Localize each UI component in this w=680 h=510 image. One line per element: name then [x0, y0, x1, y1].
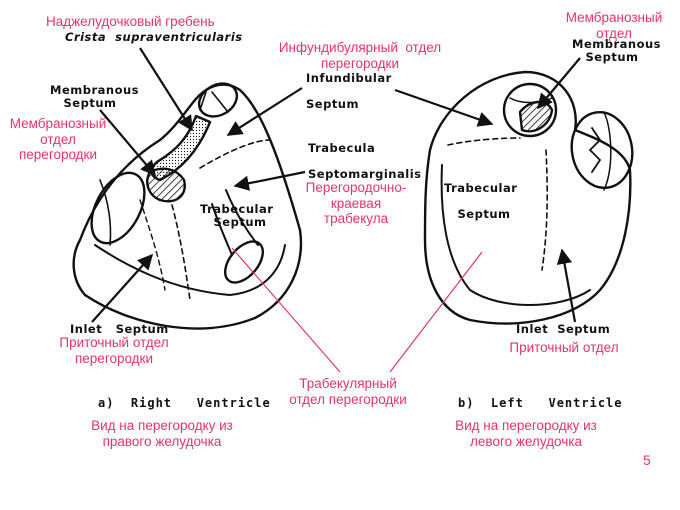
label-trabecula-en: Trabecula Septomarginalis: [308, 141, 422, 182]
label-trabecular-lv-en: Trabecular Septum: [444, 181, 518, 222]
label-septomarginal-ru: Перегородочно- краевая трабекула: [305, 180, 407, 227]
lv-membranous-patch: [518, 100, 554, 133]
caption-left-ventricle: b) Left Ventricle: [458, 396, 623, 410]
lv-aortic-orifice: [502, 82, 558, 138]
arrow-membranous-rv: [99, 109, 156, 177]
label-membranous-lv-en: Membranous Septum: [572, 37, 662, 65]
label-inlet-lv-en: Inlet Septum: [516, 322, 611, 336]
label-inlet-rv-ru: Приточный отдел перегородки: [59, 335, 169, 366]
label-inlet-rv-en: Inlet Septum: [70, 322, 169, 336]
rv-membranous-patch: [146, 167, 186, 203]
label-membranous-rv-en: Membranous Septum: [50, 83, 140, 111]
label-infundibular-ru: Инфундибулярный отдел перегородки: [278, 40, 442, 71]
lv-outer-wall: [423, 70, 632, 325]
arrow-membranous-lv: [537, 57, 581, 110]
leader-trabecular-lv: [389, 251, 483, 373]
arrow-infundibular-lv: [394, 88, 494, 127]
rv-inflow-orifice: [90, 171, 146, 245]
arrow-infundibular: [226, 87, 303, 136]
rv-outer-wall: [72, 83, 303, 330]
arrow-inlet-rv: [91, 253, 154, 323]
label-crista-ru: Наджелудочковый гребень: [46, 14, 215, 29]
rv-inner-contour: [94, 244, 286, 296]
label-membranous-left-ru: Мембранозный отдел перегородки: [9, 116, 107, 163]
label-view-rv-ru: Вид на перегородку из правого желудочка: [91, 418, 233, 449]
label-trabecular-rv-en: Trabecular Septum: [200, 202, 274, 230]
arrow-septomarginalis: [233, 170, 306, 191]
caption-right-ventricle: a) Right Ventricle: [98, 396, 271, 410]
arrow-inlet-lv: [556, 248, 577, 323]
label-view-lv-ru: Вид на перегородку из левого желудочка: [455, 418, 597, 449]
label-infundibular-en: Infundibular Septum: [306, 71, 392, 112]
label-trabecular-ru: Трабекулярный отдел перегородки: [289, 376, 407, 407]
lv-inner-contour: [440, 164, 591, 306]
label-crista-en: Crista supraventricularis: [65, 30, 243, 44]
lv-mitral-orifice: [570, 111, 634, 189]
arrow-crista: [139, 47, 193, 132]
label-membranous-right-ru: Мембранозный отдел: [565, 10, 663, 41]
label-inlet-lv-ru: Приточный отдел: [509, 340, 619, 355]
leader-trabecular-rv: [231, 247, 341, 373]
page-number: 5: [643, 452, 651, 468]
rv-trabecula-tube: [224, 240, 264, 284]
right-ventricle-drawing: [72, 82, 303, 330]
